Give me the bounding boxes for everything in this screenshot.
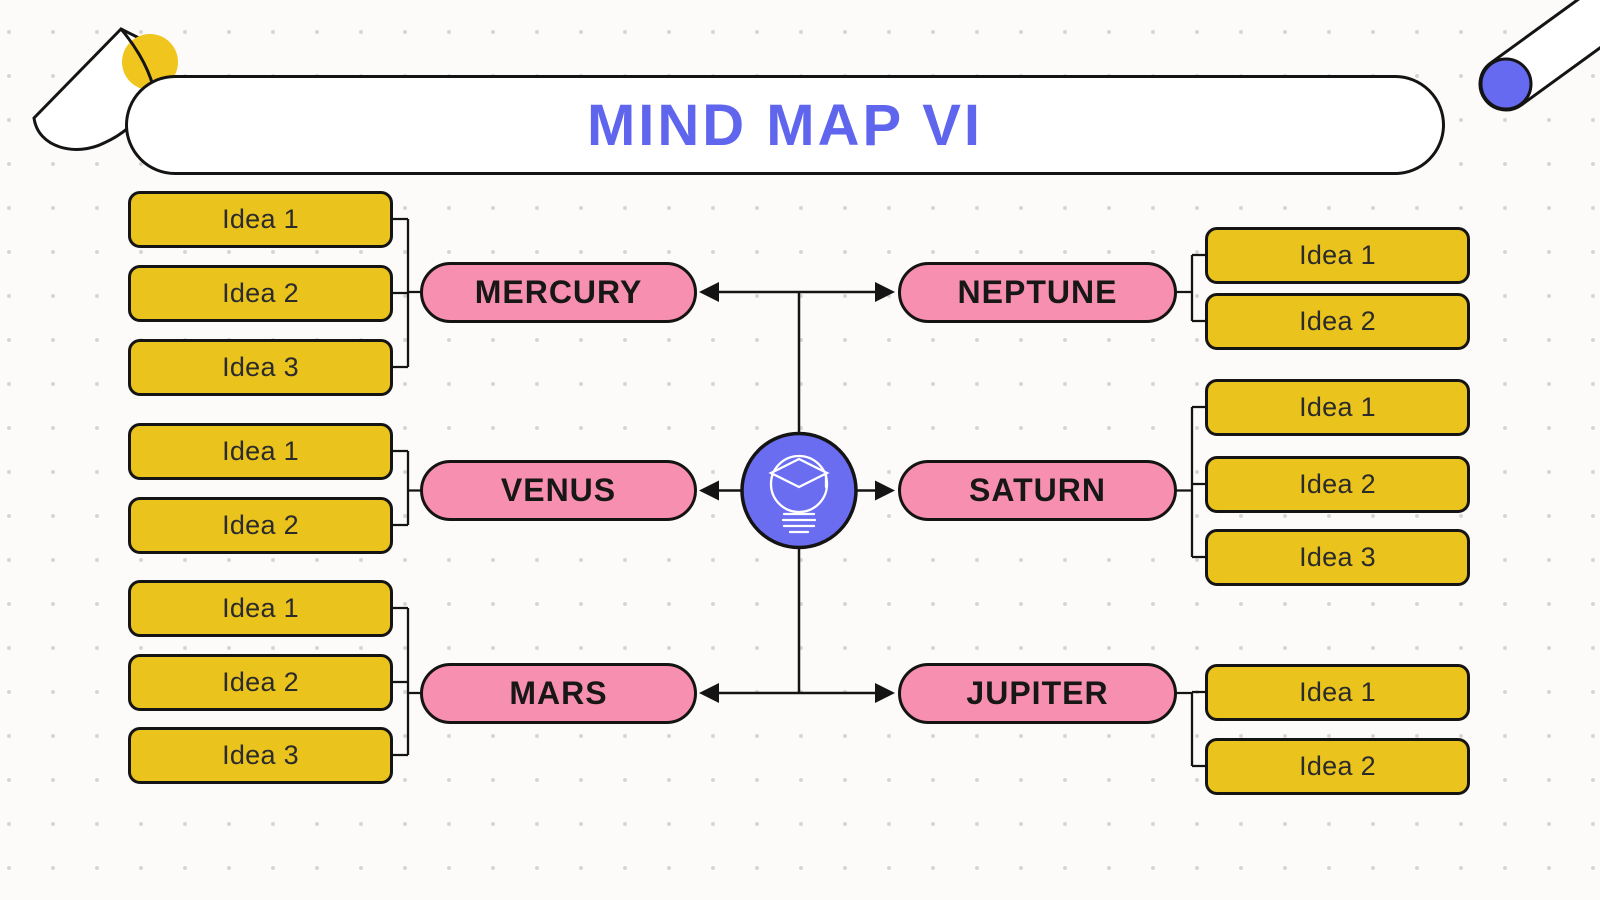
idea-box-jupiter-2[interactable]: Idea 2 [1205,737,1470,795]
idea-label: Idea 2 [1299,750,1376,781]
bracket-venus [393,449,421,527]
idea-label: Idea 1 [222,592,299,623]
bracket-mercury [393,217,421,369]
idea-box-saturn-1[interactable]: Idea 1 [1205,378,1470,436]
node-pill-venus[interactable]: VENUS [420,460,697,521]
node-label: VENUS [500,472,617,508]
idea-box-mars-1[interactable]: Idea 1 [128,579,393,637]
node-label: SATURN [969,472,1106,508]
node-pill-saturn[interactable]: SATURN [898,460,1177,521]
idea-box-neptune-1[interactable]: Idea 1 [1205,226,1470,284]
title-banner[interactable]: MIND MAP VI [125,75,1445,175]
idea-label: Idea 1 [222,435,299,466]
idea-box-mercury-1[interactable]: Idea 1 [128,190,393,248]
idea-label: Idea 2 [1299,305,1376,336]
central-node[interactable] [740,431,858,550]
idea-box-venus-1[interactable]: Idea 1 [128,422,393,480]
idea-box-saturn-3[interactable]: Idea 3 [1205,528,1470,586]
idea-box-jupiter-1[interactable]: Idea 1 [1205,663,1470,721]
idea-label: Idea 3 [1299,541,1376,572]
idea-label: Idea 2 [222,666,299,697]
node-label: NEPTUNE [957,273,1118,310]
bracket-mars [393,606,421,757]
corner-decoration-right [1478,0,1600,112]
idea-label: Idea 3 [222,351,299,382]
idea-box-mercury-3[interactable]: Idea 3 [128,338,393,396]
idea-box-mars-2[interactable]: Idea 2 [128,653,393,711]
node-label: MARS [509,674,608,711]
bracket-jupiter [1176,690,1206,768]
idea-label: Idea 3 [222,739,299,770]
page-title: MIND MAP VI [586,92,984,158]
idea-box-venus-2[interactable]: Idea 2 [128,496,393,554]
idea-label: Idea 1 [1299,676,1376,707]
idea-label: Idea 1 [1299,391,1376,422]
idea-label: Idea 1 [1299,239,1376,270]
idea-label: Idea 1 [222,203,299,234]
node-label: JUPITER [966,674,1109,711]
idea-label: Idea 2 [1299,468,1376,499]
node-pill-mercury[interactable]: MERCURY [420,261,697,323]
idea-box-neptune-2[interactable]: Idea 2 [1205,292,1470,350]
idea-box-mercury-2[interactable]: Idea 2 [128,264,393,322]
idea-label: Idea 2 [222,277,299,308]
bracket-neptune [1176,253,1206,323]
node-pill-jupiter[interactable]: JUPITER [898,662,1177,724]
node-pill-mars[interactable]: MARS [420,662,697,724]
lightbulb-graduation-icon [768,454,830,534]
bracket-saturn [1176,405,1206,559]
node-pill-neptune[interactable]: NEPTUNE [898,261,1177,323]
decor-blue-circle [1479,57,1533,111]
node-label: MERCURY [474,273,643,310]
idea-box-saturn-2[interactable]: Idea 2 [1205,455,1470,513]
idea-label: Idea 2 [222,509,299,540]
idea-box-mars-3[interactable]: Idea 3 [128,726,393,784]
